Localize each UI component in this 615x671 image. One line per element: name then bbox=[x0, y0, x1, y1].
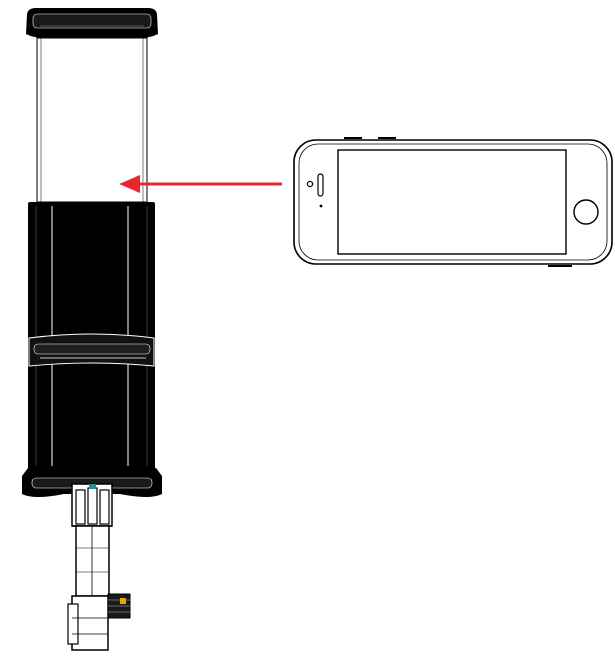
phone-screen bbox=[337, 149, 567, 255]
speaker-icon bbox=[317, 173, 324, 197]
sensor-icon bbox=[319, 204, 323, 208]
holder-stem bbox=[75, 525, 110, 597]
holder-joint bbox=[71, 483, 113, 527]
home-button-icon bbox=[573, 199, 599, 225]
holder-bottom-cap bbox=[22, 465, 162, 497]
insert-arrow-icon bbox=[119, 175, 282, 193]
holder-top-cap bbox=[26, 8, 158, 38]
knob-icon bbox=[107, 593, 131, 619]
holder-extension-tube bbox=[36, 37, 148, 203]
phone-holder-mount bbox=[22, 8, 162, 651]
holder-clip-foot bbox=[67, 595, 109, 651]
camera-icon bbox=[306, 180, 314, 188]
holder-clamp-body bbox=[28, 202, 155, 470]
smartphone-icon bbox=[293, 137, 613, 267]
